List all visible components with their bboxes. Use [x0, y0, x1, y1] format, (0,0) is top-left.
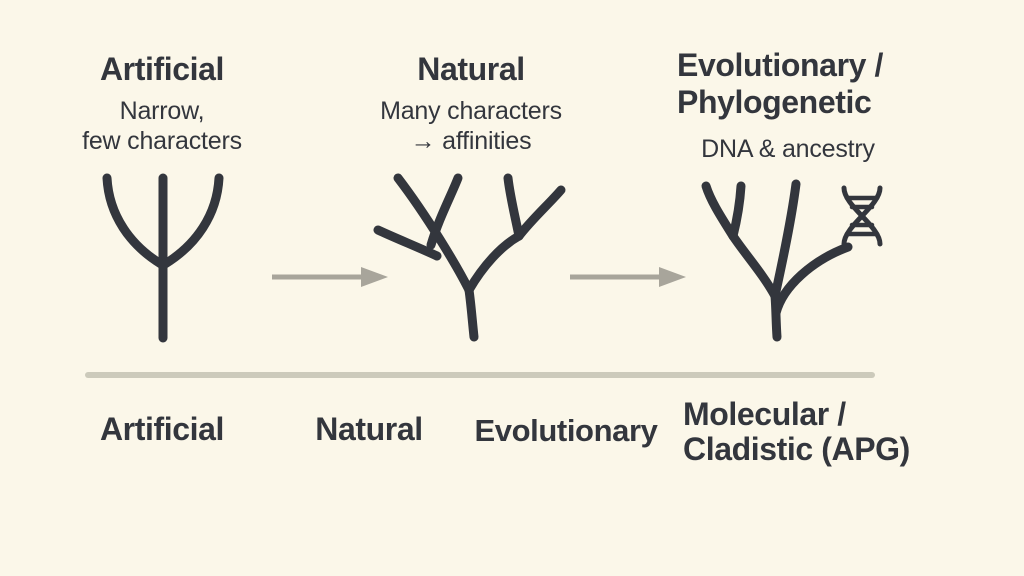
branching-tree-icon: [373, 173, 566, 342]
column-subtitle: Narrow, few characters: [82, 97, 242, 155]
timeline-label-evolutionary: Evolutionary: [474, 413, 658, 448]
timeline-label-natural: Natural: [315, 411, 423, 447]
timeline-label-artificial: Artificial: [99, 411, 225, 447]
simple-tree-icon: [102, 173, 224, 343]
right-arrow-icon: [272, 267, 388, 287]
timeline-bar: [85, 372, 875, 378]
column-title: Artificial: [99, 51, 225, 87]
timeline-label-molecular: Molecular / Cladistic (APG): [683, 396, 910, 467]
column-subtitle: DNA & ancestry: [701, 135, 875, 163]
column-title: Evolutionary / Phylogenetic: [677, 47, 883, 120]
column-title: Natural: [417, 51, 525, 87]
column-evolutionary-header: Evolutionary / Phylogenetic DNA & ancest…: [677, 47, 917, 164]
right-arrow-icon: [570, 267, 686, 287]
column-artificial-header: Artificial Narrow, few characters: [42, 51, 282, 156]
dna-helix-icon: [841, 185, 883, 247]
column-natural-header: Natural Many characters → affinities: [351, 51, 591, 156]
phylogenetic-tree-dna-icon: [701, 179, 883, 342]
column-subtitle: Many characters → affinities: [380, 97, 562, 155]
